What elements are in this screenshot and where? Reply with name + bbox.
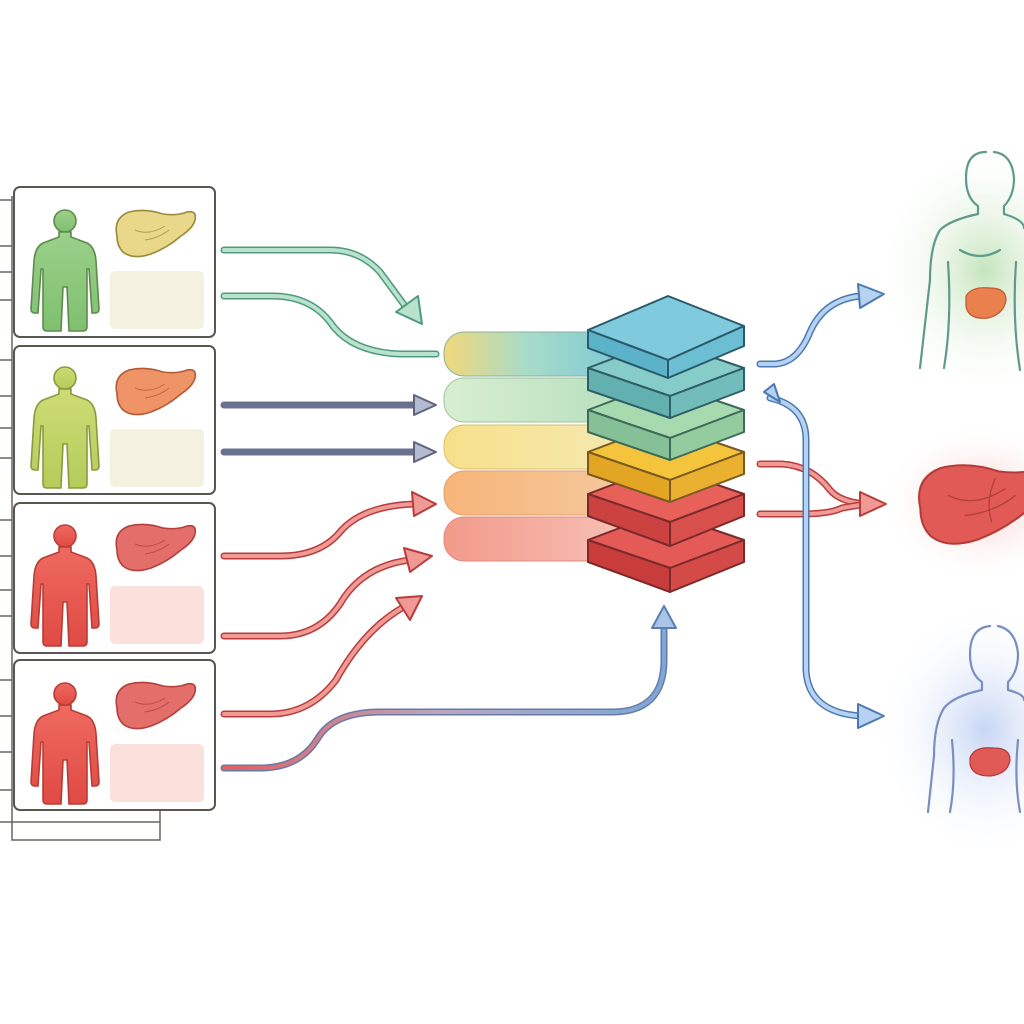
liver-icon-red	[115, 681, 197, 730]
arrow-blue-up	[756, 283, 885, 368]
input-panel-3	[13, 502, 216, 654]
note-box	[110, 586, 204, 644]
organ-orange-icon	[965, 287, 1007, 319]
note-box	[110, 429, 204, 487]
arrow-green-1	[220, 246, 423, 325]
arrow-red-3	[220, 595, 423, 718]
input-panel-4	[13, 659, 216, 811]
outcome-green-patient	[875, 140, 1024, 400]
note-box	[110, 271, 204, 329]
layer-slab-teal	[587, 295, 745, 379]
arrow-gray-1	[220, 394, 437, 416]
liver-icon-red	[115, 523, 197, 572]
arrow-blue-loop	[763, 383, 885, 729]
input-panel-2	[13, 345, 216, 495]
outcome-blue-patient	[875, 600, 1024, 860]
arrow-red-1	[220, 491, 437, 560]
arrow-gray-2	[220, 441, 437, 463]
output-arrows	[756, 283, 887, 729]
liver-icon-yellow	[115, 209, 197, 258]
input-arrows	[220, 246, 677, 772]
stack-back-sheet	[0, 196, 161, 841]
arrow-red-split	[756, 460, 887, 518]
arrow-red-blue	[220, 605, 677, 772]
input-panel-stack	[0, 186, 216, 841]
human-outline-blue	[926, 624, 1024, 814]
layer-stack	[443, 295, 745, 593]
liver-icon-large-red	[918, 464, 1024, 545]
liver-icon-orange	[115, 367, 197, 416]
input-panel-1	[13, 186, 216, 338]
arrow-green-2	[220, 292, 440, 358]
human-outline-green	[918, 150, 1024, 372]
note-box	[110, 744, 204, 802]
arrow-red-2	[220, 547, 433, 640]
organ-red-icon	[969, 747, 1011, 777]
outcome-red-liver	[880, 422, 1024, 582]
